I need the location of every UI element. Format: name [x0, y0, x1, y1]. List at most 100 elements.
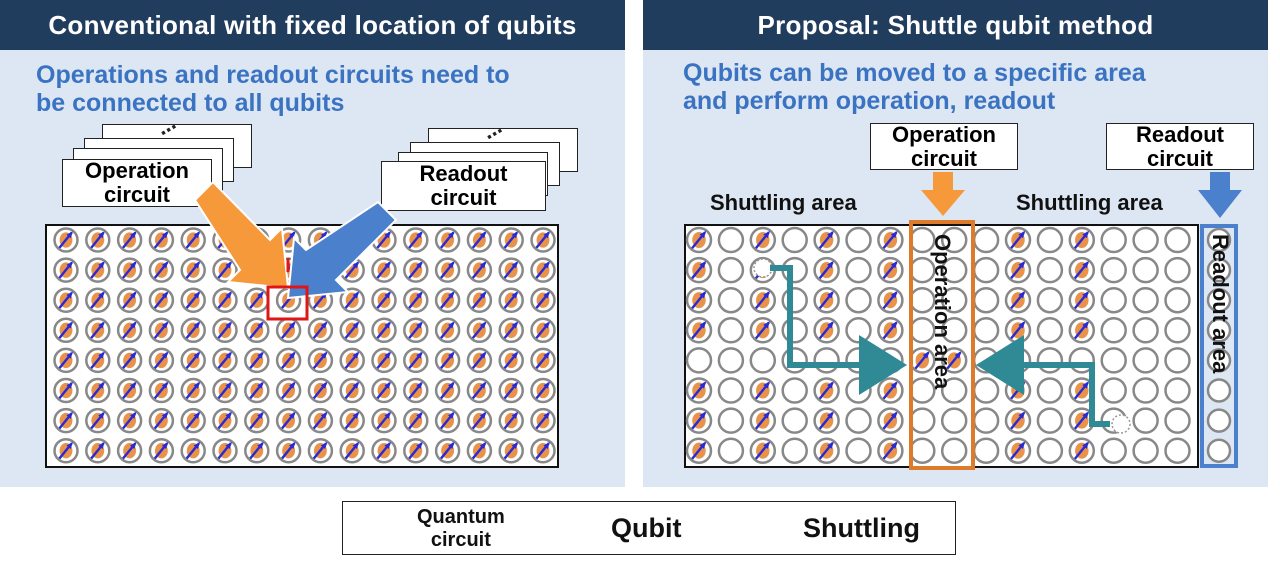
qubit-icon: [818, 441, 835, 460]
qubit-icon: [344, 321, 360, 340]
quantum-circuit-cell: [717, 347, 745, 374]
qubit-icon: [882, 321, 899, 340]
shuttle-subtitle-line-2: and perform operation, readout: [683, 87, 1056, 115]
qubit-icon: [312, 381, 329, 400]
legend-quantum-circuit-line-1: Quantum: [417, 506, 505, 528]
qubit-icon: [691, 411, 707, 430]
quantum-circuit-cell: [1100, 226, 1127, 254]
quantum-circuit-cell: [781, 437, 808, 464]
quantum-circuit-cell: [1206, 408, 1232, 433]
quantum-circuit-cell: [1036, 317, 1064, 344]
quantum-circuit-cell: [781, 407, 808, 434]
qubit-icon: [280, 321, 297, 340]
qubit-icon: [1010, 411, 1026, 430]
qubit-icon: [408, 441, 424, 460]
legend-quantum-circuit-line-2: circuit: [430, 529, 491, 551]
quantum-circuit-cell: [1100, 256, 1127, 284]
operation-area-box: [909, 220, 975, 470]
qubit-icon: [312, 321, 329, 340]
qubit-icon: [535, 231, 551, 249]
quantum-circuit-cell: [1164, 226, 1191, 254]
readout-area-box: [1200, 224, 1238, 468]
qubit-icon: [882, 290, 899, 310]
legend-shuttling-label: Shuttling: [803, 513, 920, 543]
shuttling-area-right-label: Shuttling area: [1016, 190, 1163, 215]
qubit-icon: [691, 321, 707, 340]
qubit-icon: [153, 441, 170, 460]
qubit-icon: [471, 441, 488, 460]
quantum-circuit-cell: [972, 437, 1000, 464]
qubit-icon: [217, 441, 233, 460]
quantum-circuit-cell: [972, 286, 1000, 314]
qubit-icon: [344, 381, 360, 400]
qubit-icon: [408, 231, 424, 249]
qubit-icon: [58, 261, 74, 279]
qubit-icon: [818, 321, 835, 340]
quantum-circuit-cell: [972, 226, 1000, 254]
right-readout-circuit-box: Readout circuit: [1106, 122, 1254, 170]
operation-area-label: Operation area: [930, 234, 955, 390]
quantum-circuit-cell: [940, 407, 968, 434]
qubit-icon: [882, 260, 899, 280]
qubit-icon: [471, 411, 488, 430]
quantum-circuit-cell: [781, 317, 808, 344]
qubit-icon: [344, 351, 360, 370]
qubit-icon: [439, 231, 456, 249]
shuttle-origin-marker: [753, 258, 773, 278]
qubit-icon: [90, 291, 106, 310]
quantum-circuit-cell: [1132, 377, 1159, 404]
quantum-circuit-cell: [1132, 226, 1159, 254]
left-readout-circuit-line-1: Readout: [419, 161, 508, 186]
qubit-icon: [153, 351, 170, 370]
quantum-circuit-cell: [1164, 256, 1191, 284]
quantum-circuit-cell: [1100, 437, 1127, 464]
right-operation-circuit-box: Operation circuit: [870, 122, 1018, 171]
qubit-icon: [882, 441, 899, 460]
qubit-icon: [185, 231, 201, 249]
qubit-icon: [754, 321, 771, 340]
right-operation-down-arrow: [921, 172, 965, 216]
qubit-icon: [535, 351, 551, 370]
quantum-circuit-cell: [940, 286, 968, 314]
right-operation-circuit-line-2: circuit: [910, 145, 978, 171]
qubit-icon: [503, 291, 519, 310]
shuttle-origin-marker: [1111, 414, 1131, 434]
quantum-circuit-cell: [972, 347, 1000, 374]
quantum-circuit-cell: [1100, 317, 1127, 344]
quantum-circuit-cell: [781, 286, 808, 314]
qubit-icon: [153, 321, 170, 340]
quantum-circuit-cell: [845, 407, 872, 434]
qubit-icon: [217, 411, 233, 430]
legend-qubit-label: Qubit: [611, 513, 682, 543]
qubit-icon: [535, 411, 551, 430]
right-qubit-grid: [685, 226, 1232, 464]
qubit-icon: [121, 411, 138, 430]
qubit-icon: [503, 351, 519, 370]
qubit-icon: [503, 381, 519, 400]
quantum-circuit-cell: [1164, 437, 1191, 464]
qubit-icon: [1073, 260, 1090, 280]
qubit-icon: [153, 291, 170, 310]
quantum-circuit-cell: [1036, 347, 1064, 374]
quantum-circuit-cell: [1164, 347, 1191, 374]
qubit-icon: [408, 291, 424, 310]
quantum-circuit-cell: [1036, 256, 1064, 284]
qubit-icon: [408, 261, 424, 279]
quantum-circuit-cell: [845, 286, 872, 314]
quantum-circuit-cell: [845, 256, 872, 284]
qubit-icon: [217, 261, 233, 279]
qubit-icon: [1010, 321, 1026, 340]
qubit-icon: [408, 411, 424, 430]
qubit-icon: [471, 231, 488, 249]
qubit-icon: [217, 381, 233, 400]
qubit-icon: [153, 381, 170, 400]
qubit-icon: [376, 381, 392, 400]
quantum-circuit-cell: [1164, 407, 1191, 434]
qubit-icon: [1073, 411, 1090, 430]
conventional-subtitle: Operations and readout circuits need to …: [36, 61, 510, 117]
qubit-icon: [185, 351, 201, 370]
qubit-icon: [153, 261, 170, 279]
quantum-circuit-cell: [717, 377, 745, 404]
conventional-subtitle-line-2: be connected to all qubits: [36, 89, 345, 117]
